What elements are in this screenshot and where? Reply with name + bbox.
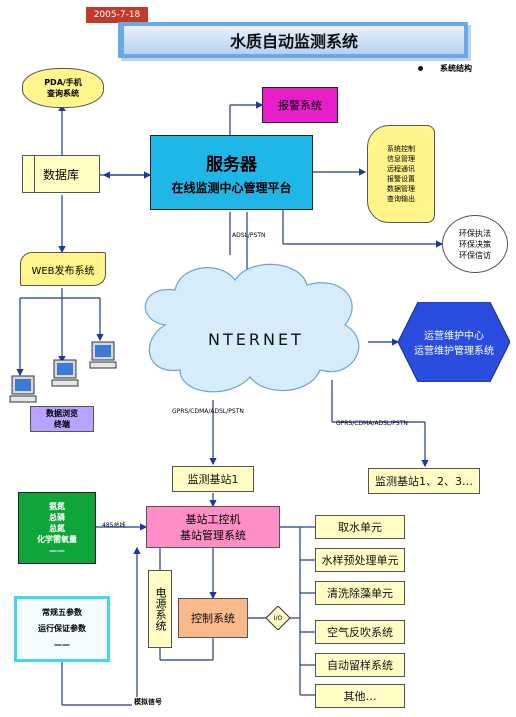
station-n: 监测基站1、2、3… (368, 468, 480, 494)
database-divider (34, 155, 35, 193)
alarm-system: 报警系统 (262, 87, 338, 123)
rs485-label: 485总线 (102, 522, 126, 529)
legend-dot (418, 66, 423, 71)
server-functions: 系统控制 信息管理 远程通讯 报警设置 数据管理 查询输出 (367, 125, 435, 223)
unit-other: 其他… (315, 684, 405, 708)
adsl-label: ADSL/PSTN (232, 232, 266, 239)
web-publish-system: WEB发布系统 (20, 252, 106, 286)
io-diamond (266, 606, 290, 630)
pda-query-system: PDA/手机 查询系统 (22, 68, 104, 108)
control-system: 控制系统 (178, 598, 248, 638)
power-system: 电源系统 (148, 570, 172, 648)
unit-water-intake: 取水单元 (315, 515, 405, 539)
unit-cleaning: 清洗除藻单元 (315, 581, 405, 605)
page-title: 水质自动监测系统 (229, 32, 358, 51)
unit-air-backflush: 空气反吹系统 (315, 620, 405, 644)
computer-terminals (9, 341, 117, 403)
station-ipc: 基站工控机 基站管理系统 (146, 506, 280, 548)
date-badge: 2005-7-18 (86, 7, 148, 23)
legend-label: 系统结构 (440, 64, 472, 73)
io-label: I/O (273, 614, 283, 622)
analog-signal-label: 模拟信号 (132, 697, 164, 707)
env-services: 环保执法 环保决策 环保信访 (442, 215, 508, 273)
database: 数据库 (22, 155, 100, 193)
title-banner-inner: 水质自动监测系统 (124, 26, 464, 54)
server: 服务器 在线监测中心管理平台 (150, 135, 313, 210)
unit-auto-sampling: 自动留样系统 (315, 653, 405, 677)
routine-params: 常规五参数 运行保证参数 —— (14, 596, 110, 662)
internet-cloud (144, 263, 360, 393)
unit-pretreatment: 水样预处理单元 (315, 548, 405, 572)
data-browse-terminal: 数据浏览 终端 (30, 406, 94, 432)
water-quality-params: 氨氮 总磷 总氮 化学需氧量 —— (18, 492, 96, 564)
gprs-right-label: GPRS/CDMA/ADSL/PSTN (336, 420, 408, 427)
station-1: 监测基站1 (172, 466, 254, 492)
ops-center-shape (398, 302, 510, 382)
ops-center: 运营维护中心 运营维护管理系统 (414, 331, 494, 357)
internet-label: NTERNET (208, 330, 304, 349)
gprs-left-label: GPRS/CDMA/ADSL/PSTN (172, 408, 244, 415)
